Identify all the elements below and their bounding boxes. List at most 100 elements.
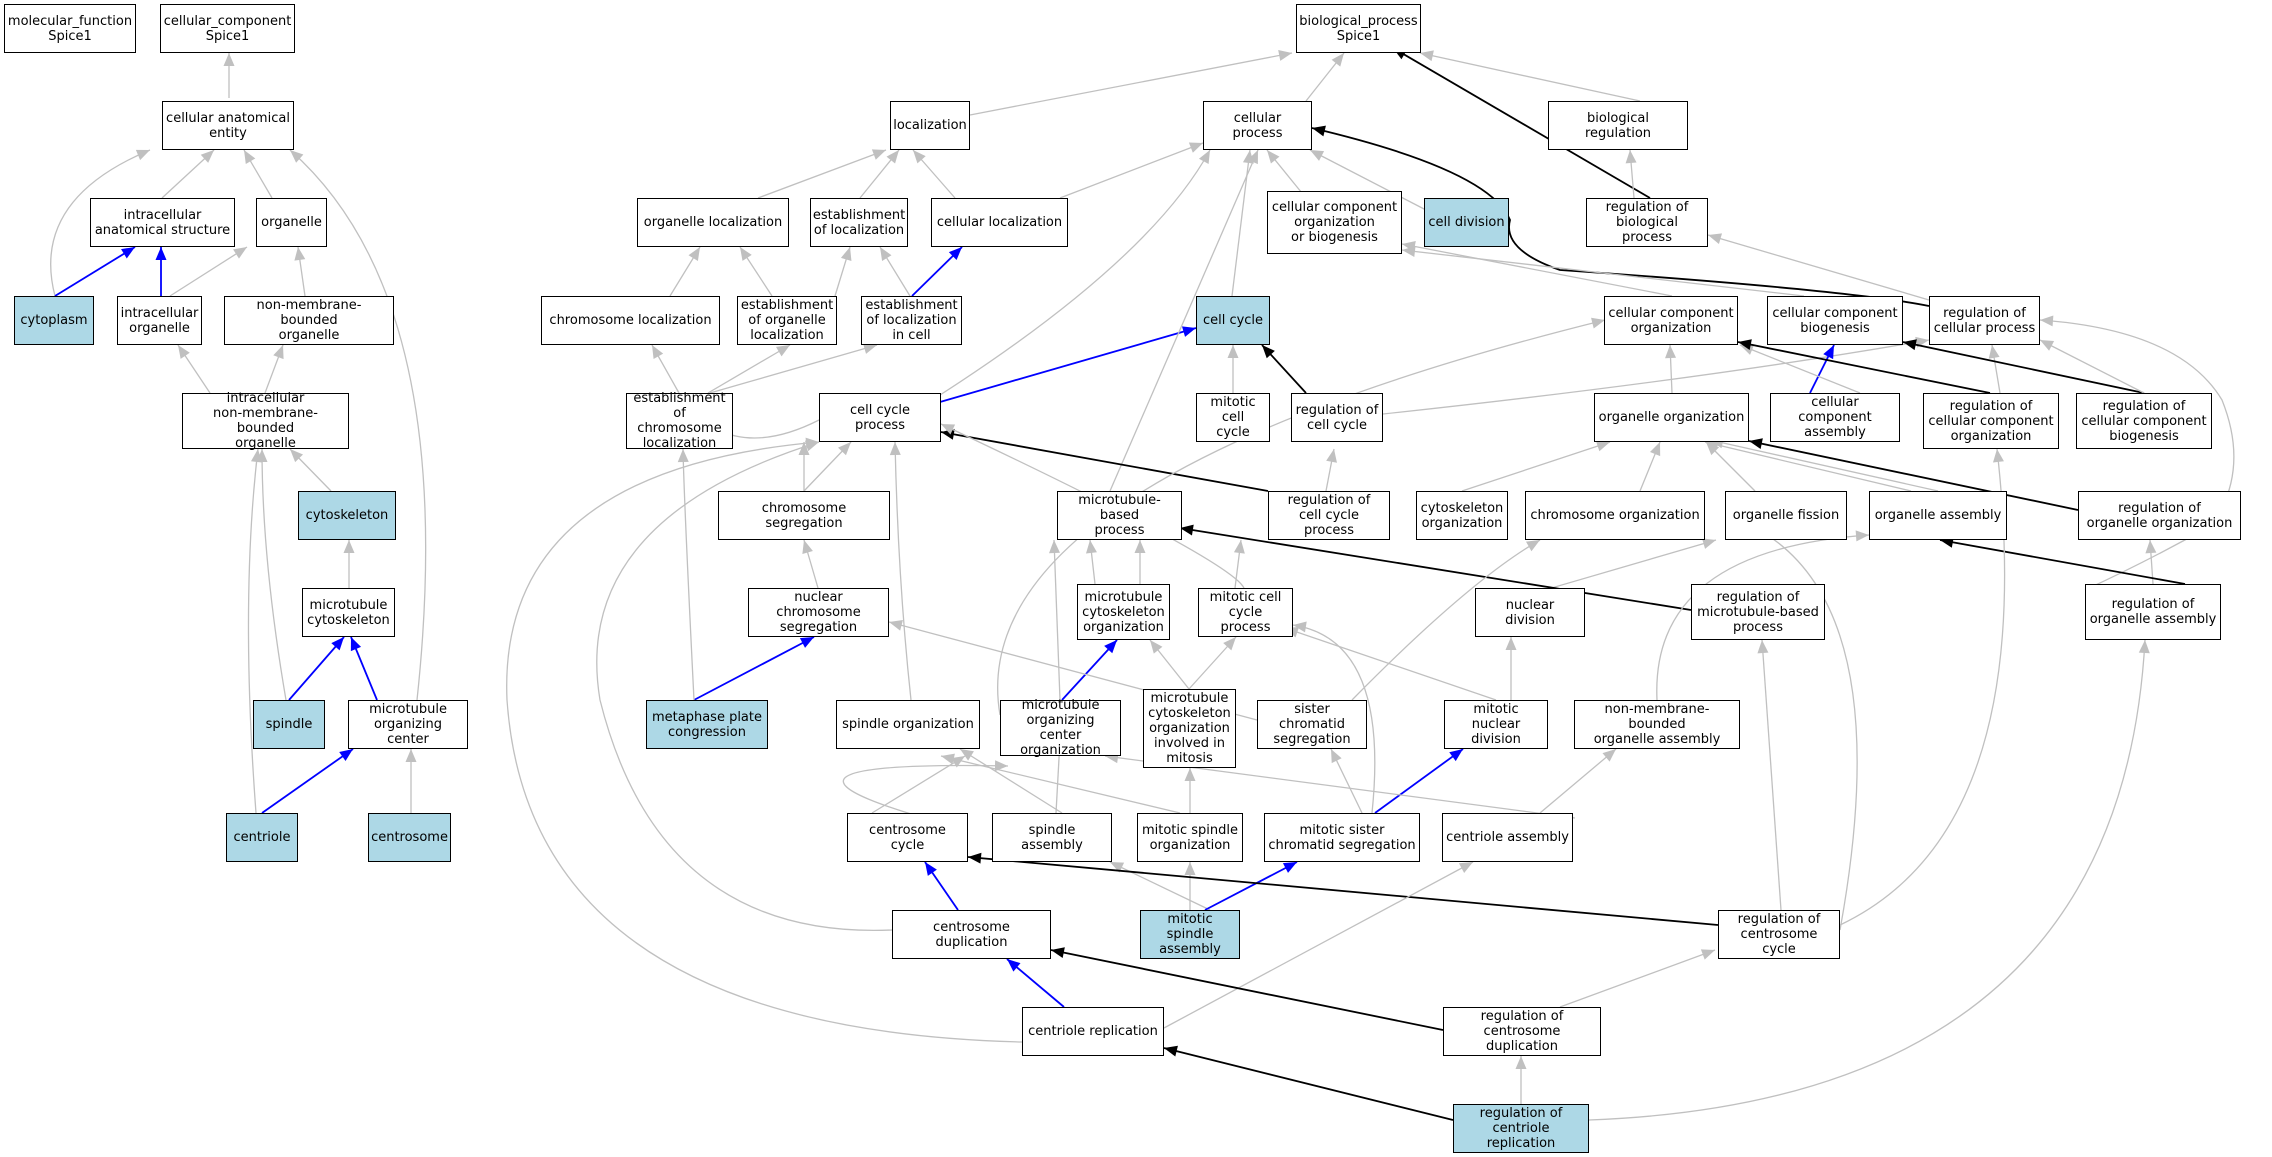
edge-arrowhead bbox=[1181, 326, 1196, 337]
regulates-edge bbox=[1050, 949, 1444, 1031]
is-a-edge bbox=[596, 441, 893, 932]
edge-arrowhead bbox=[1649, 442, 1661, 457]
node-establishment-of-localization-in-cell: establishment of localization in cell bbox=[861, 296, 962, 345]
edge-arrowhead bbox=[273, 345, 284, 360]
edge-arrowhead bbox=[925, 862, 937, 876]
node-regulation-of-biological-process: regulation of biological process bbox=[1586, 198, 1708, 247]
node-centriole-replication: centriole replication bbox=[1022, 1007, 1164, 1056]
node-centrosome-cycle: centrosome cycle bbox=[847, 813, 968, 862]
is-a-edge bbox=[1292, 624, 1376, 814]
edge-arrowhead bbox=[1262, 345, 1275, 359]
edge-arrowhead bbox=[1150, 640, 1163, 654]
is-a-edge bbox=[1109, 149, 1259, 492]
node-cellular-component-organization-or-biogenesis: cellular component organization or bioge… bbox=[1267, 191, 1402, 254]
is-a-edge bbox=[1382, 339, 1930, 415]
node-regulation-of-cellular-component-biogenesis: regulation of cellular component biogene… bbox=[2076, 393, 2212, 449]
node-centrosome: centrosome bbox=[368, 813, 451, 862]
edge-arrowhead bbox=[1458, 862, 1473, 873]
is-a-edge bbox=[261, 448, 287, 701]
edge-arrowhead bbox=[1184, 862, 1196, 875]
edge-arrowhead bbox=[1738, 339, 1752, 350]
part-of-edge bbox=[693, 636, 815, 701]
is-a-edge bbox=[289, 149, 427, 701]
regulates-edge bbox=[1748, 440, 2079, 511]
edge-arrowhead bbox=[838, 442, 851, 456]
is-a-edge bbox=[1588, 639, 2146, 1121]
edge-arrowhead bbox=[805, 437, 819, 449]
edge-arrowhead bbox=[1233, 540, 1245, 554]
edge-arrowhead bbox=[343, 540, 355, 553]
is-a-edge bbox=[871, 755, 966, 814]
edge-arrowhead bbox=[740, 247, 752, 261]
edge-arrowhead bbox=[1700, 949, 1715, 960]
node-intracellular-anatomical-structure: intracellular anatomical structure bbox=[90, 198, 235, 247]
edge-arrowhead bbox=[1180, 524, 1194, 536]
edge-arrowhead bbox=[294, 247, 306, 261]
node-centriole: centriole bbox=[226, 813, 298, 862]
node-regulation-of-cell-cycle-process: regulation of cell cycle process bbox=[1268, 491, 1390, 540]
node-microtubule-cytoskeleton: microtubule cytoskeleton bbox=[302, 588, 395, 637]
edge-arrowhead bbox=[1198, 150, 1210, 165]
edge-arrowhead bbox=[1007, 959, 1021, 972]
edge-arrowhead bbox=[350, 637, 362, 652]
is-a-edge bbox=[717, 419, 820, 439]
node-regulation-of-centrosome-cycle: regulation of centrosome cycle bbox=[1718, 910, 1840, 959]
node-cellular-process: cellular process bbox=[1203, 101, 1312, 150]
edge-arrowhead bbox=[889, 442, 901, 456]
node-localization: localization bbox=[890, 101, 970, 150]
edge-arrowhead bbox=[802, 540, 813, 555]
edge-arrowhead bbox=[1706, 442, 1720, 456]
node-organelle-fission: organelle fission bbox=[1725, 491, 1847, 540]
node-cytoplasm: cytoplasm bbox=[14, 296, 94, 345]
node-organelle-assembly: organelle assembly bbox=[1869, 491, 2007, 540]
edge-arrowhead bbox=[1086, 540, 1097, 554]
edge-arrowhead bbox=[960, 749, 974, 761]
part-of-edge bbox=[288, 636, 345, 701]
is-a-edge bbox=[757, 149, 887, 199]
edge-arrowhead bbox=[652, 345, 664, 360]
edge-arrowhead bbox=[1420, 50, 1434, 62]
is-a-edge bbox=[1231, 149, 1251, 297]
regulates-edge bbox=[1737, 341, 1991, 394]
node-chromosome-localization: chromosome localization bbox=[541, 296, 720, 345]
edge-arrowhead bbox=[1708, 233, 1723, 244]
node-cellular-anatomical-entity: cellular anatomical entity bbox=[162, 101, 294, 150]
edge-arrowhead bbox=[1188, 142, 1203, 153]
edge-arrowhead bbox=[223, 53, 235, 66]
edge-arrowhead bbox=[2145, 540, 2157, 554]
node-regulation-of-microtubule-based-process: regulation of microtubule-based process bbox=[1691, 584, 1825, 640]
edge-arrowhead bbox=[1402, 246, 1416, 257]
node-microtubule-cytoskeleton-organization-involved-in-mitosis: microtubule cytoskeleton organization in… bbox=[1143, 689, 1236, 768]
regulates-edge bbox=[1179, 527, 1692, 611]
edge-arrowhead bbox=[1749, 438, 1763, 450]
node-microtubule-organizing-center-organization: microtubule organizing center organizati… bbox=[1000, 698, 1121, 758]
node-regulation-of-centriole-replication: regulation of centriole replication bbox=[1453, 1104, 1589, 1153]
edge-arrowhead bbox=[1223, 637, 1236, 651]
node-regulation-of-cellular-component-organization: regulation of cellular component organiz… bbox=[1923, 393, 2059, 449]
edge-arrowhead bbox=[798, 442, 810, 455]
is-a-edge bbox=[1461, 441, 1611, 492]
is-a-edge bbox=[2039, 319, 2235, 591]
edge-arrowhead bbox=[1267, 150, 1280, 164]
edge-arrowhead bbox=[862, 343, 877, 354]
edge-arrowhead bbox=[2138, 640, 2150, 654]
node-cytoskeleton: cytoskeleton bbox=[298, 491, 396, 540]
is-a-edge bbox=[2039, 339, 2145, 394]
node-mitotic-spindle-assembly: mitotic spindle assembly bbox=[1140, 910, 1240, 959]
edge-arrowhead bbox=[1740, 344, 1755, 355]
is-a-edge bbox=[1419, 52, 1641, 102]
node-biological-process: biological_process Spice1 bbox=[1296, 4, 1421, 53]
node-chromosome-segregation: chromosome segregation bbox=[718, 491, 890, 540]
edge-arrowhead bbox=[1701, 538, 1716, 549]
edge-arrowhead bbox=[1282, 862, 1297, 873]
node-mitotic-nuclear-division: mitotic nuclear division bbox=[1444, 700, 1548, 749]
edge-arrowhead bbox=[880, 247, 892, 261]
part-of-edge bbox=[54, 246, 136, 297]
node-spindle-organization: spindle organization bbox=[836, 700, 980, 749]
is-a-edge bbox=[939, 149, 1211, 396]
node-cytoskeleton-organization: cytoskeleton organization bbox=[1416, 491, 1508, 540]
node-establishment-of-localization: establishment of localization bbox=[810, 198, 908, 247]
node-organelle: organelle bbox=[256, 198, 327, 247]
edge-arrowhead bbox=[1278, 50, 1292, 61]
node-cellular-component-organization: cellular component organization bbox=[1604, 296, 1738, 345]
